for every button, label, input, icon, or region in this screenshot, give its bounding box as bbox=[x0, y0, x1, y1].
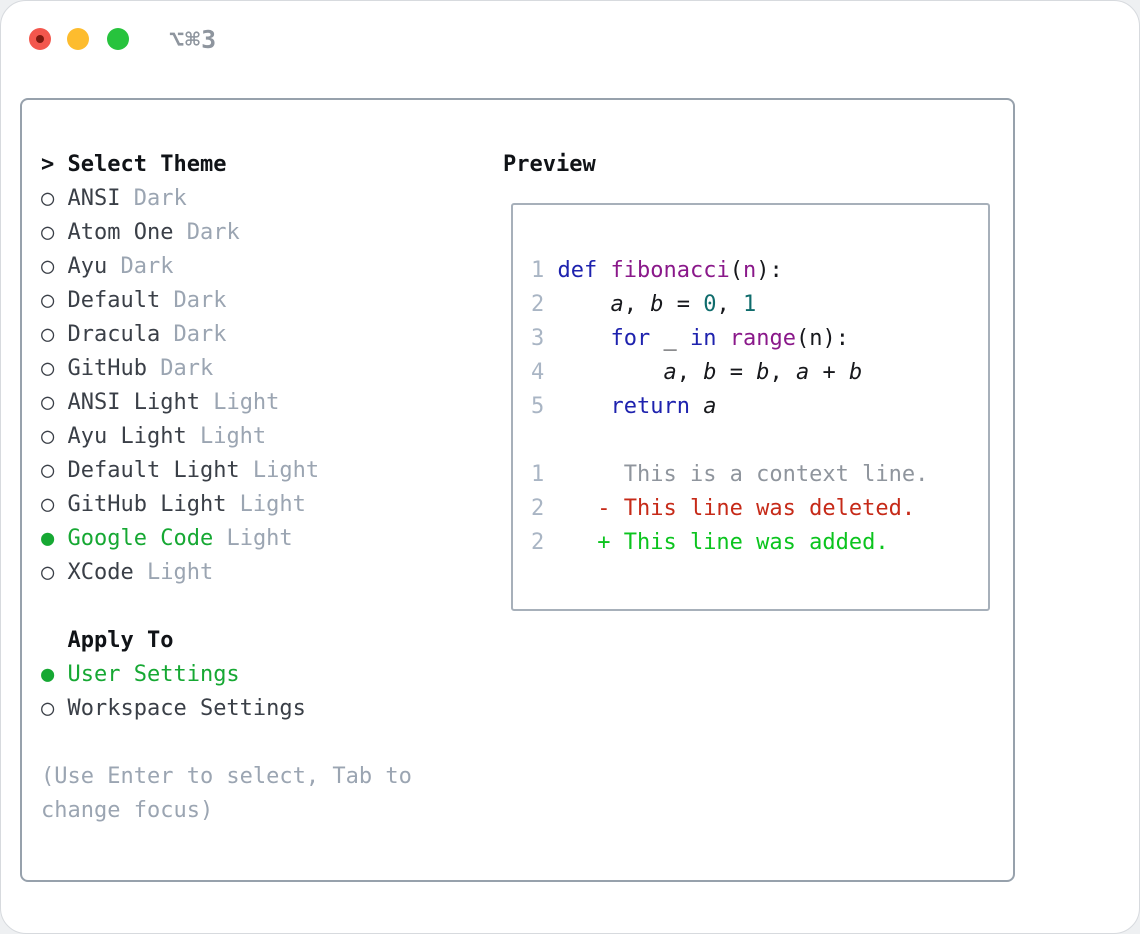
theme-variant-badge: Dark bbox=[173, 220, 240, 245]
spacer bbox=[41, 590, 501, 624]
radio-unselected-icon: ○ bbox=[41, 288, 55, 313]
radio-unselected-icon: ○ bbox=[41, 560, 55, 585]
theme-variant-badge: Dark bbox=[107, 254, 174, 279]
theme-item-label: Ayu bbox=[54, 254, 108, 279]
theme-item-ayu[interactable]: ○ Ayu Dark bbox=[41, 250, 501, 284]
theme-item-label: ANSI bbox=[54, 186, 121, 211]
radio-selected-icon: ● bbox=[41, 662, 55, 687]
code-preview-box: 1 def fibonacci(n): 2 a, b = 0, 1 3 for _ … bbox=[511, 203, 990, 611]
diff-line-ctx: 1 This is a context line. bbox=[531, 462, 929, 487]
theme-item-github-light[interactable]: ○ GitHub Light Light bbox=[41, 488, 501, 522]
apply-item-label: User Settings bbox=[54, 662, 240, 687]
theme-variant-badge: Dark bbox=[120, 186, 187, 211]
theme-variant-badge: Dark bbox=[146, 356, 214, 381]
theme-item-ansi[interactable]: ○ ANSI Dark bbox=[41, 182, 501, 216]
theme-item-dracula[interactable]: ○ Dracula Dark bbox=[41, 318, 501, 352]
main-panel: > Select Theme ○ ANSI Dark○ Atom One Dar… bbox=[20, 98, 1015, 882]
apply-to-list: ● User Settings○ Workspace Settings bbox=[41, 658, 501, 726]
line-number: 4 bbox=[531, 360, 545, 385]
theme-item-label: GitHub Light bbox=[54, 492, 227, 517]
code-line: 5 return a bbox=[531, 394, 717, 419]
close-dot-icon bbox=[36, 35, 44, 43]
theme-item-default[interactable]: ○ Default Dark bbox=[41, 284, 501, 318]
maximize-button[interactable] bbox=[107, 28, 129, 50]
theme-variant-badge: Light bbox=[213, 526, 293, 551]
theme-item-xcode[interactable]: ○ XCode Light bbox=[41, 556, 501, 590]
theme-item-label: GitHub bbox=[54, 356, 147, 381]
minimize-button[interactable] bbox=[67, 28, 89, 50]
diff-line-add: 2 + This line was added. bbox=[531, 530, 889, 555]
theme-item-ayu-light[interactable]: ○ Ayu Light Light bbox=[41, 420, 501, 454]
select-theme-header: > Select Theme bbox=[41, 148, 501, 182]
theme-variant-badge: Dark bbox=[160, 322, 227, 347]
radio-unselected-icon: ○ bbox=[41, 356, 55, 381]
radio-unselected-icon: ○ bbox=[41, 220, 55, 245]
theme-list: ○ ANSI Dark○ Atom One Dark○ Ayu Dark○ De… bbox=[41, 182, 501, 590]
radio-unselected-icon: ○ bbox=[41, 322, 55, 347]
code-line: 1 def fibonacci(n): bbox=[531, 258, 783, 283]
code-sample: 1 def fibonacci(n): 2 a, b = 0, 1 3 for _ … bbox=[531, 254, 988, 560]
line-number: 5 bbox=[531, 394, 545, 419]
radio-unselected-icon: ○ bbox=[41, 390, 55, 415]
code-line: 2 a, b = 0, 1 bbox=[531, 292, 757, 317]
theme-item-label: ANSI Light bbox=[54, 390, 200, 415]
code-line: 4 a, b = b, a + b bbox=[531, 360, 863, 385]
theme-item-label: XCode bbox=[54, 560, 134, 585]
radio-unselected-icon: ○ bbox=[41, 424, 55, 449]
theme-item-default-light[interactable]: ○ Default Light Light bbox=[41, 454, 501, 488]
radio-unselected-icon: ○ bbox=[41, 458, 55, 483]
radio-unselected-icon: ○ bbox=[41, 492, 55, 517]
preview-column: Preview 1 def fibonacci(n): 2 a, b = 0, 1… bbox=[503, 148, 1003, 611]
line-number: 2 bbox=[531, 496, 545, 521]
selection-caret-icon: > bbox=[41, 152, 68, 177]
apply-item-label: Workspace Settings bbox=[54, 696, 306, 721]
preview-header: Preview bbox=[503, 152, 596, 177]
code-line: 3 for _ in range(n): bbox=[531, 326, 849, 351]
radio-unselected-icon: ○ bbox=[41, 254, 55, 279]
close-button[interactable] bbox=[29, 28, 51, 50]
line-number: 2 bbox=[531, 530, 545, 555]
theme-variant-badge: Light bbox=[226, 492, 306, 517]
apply-item-workspace-settings[interactable]: ○ Workspace Settings bbox=[41, 692, 501, 726]
theme-item-label: Default Light bbox=[54, 458, 240, 483]
spacer bbox=[531, 424, 988, 458]
theme-variant-badge: Dark bbox=[160, 288, 227, 313]
theme-item-label: Google Code bbox=[54, 526, 214, 551]
theme-variant-badge: Light bbox=[199, 390, 280, 415]
theme-variant-badge: Light bbox=[239, 458, 320, 483]
apply-item-user-settings[interactable]: ● User Settings bbox=[41, 658, 501, 692]
theme-item-atom-one[interactable]: ○ Atom One Dark bbox=[41, 216, 501, 250]
theme-item-label: Ayu Light bbox=[54, 424, 187, 449]
line-number: 3 bbox=[531, 326, 545, 351]
radio-selected-icon: ● bbox=[41, 526, 55, 551]
diff-line-del: 2 - This line was deleted. bbox=[531, 496, 916, 521]
window-title: ⌥⌘3 bbox=[169, 25, 218, 54]
keyboard-hint-text: (Use Enter to select, Tab to change focu… bbox=[41, 764, 412, 823]
theme-item-ansi-light[interactable]: ○ ANSI Light Light bbox=[41, 386, 501, 420]
line-number: 1 bbox=[531, 258, 545, 283]
theme-variant-badge: Light bbox=[186, 424, 267, 449]
line-number: 1 bbox=[531, 462, 545, 487]
theme-item-github[interactable]: ○ GitHub Dark bbox=[41, 352, 501, 386]
theme-item-label: Default bbox=[54, 288, 161, 313]
theme-item-label: Dracula bbox=[54, 322, 161, 347]
line-number: 2 bbox=[531, 292, 545, 317]
titlebar: ⌥⌘3 bbox=[1, 1, 1139, 77]
theme-item-label: Atom One bbox=[54, 220, 174, 245]
theme-variant-badge: Light bbox=[133, 560, 214, 585]
theme-item-google-code[interactable]: ● Google Code Light bbox=[41, 522, 501, 556]
select-theme-header-label: Select Theme bbox=[67, 152, 227, 177]
spacer bbox=[41, 726, 501, 760]
radio-unselected-icon: ○ bbox=[41, 696, 55, 721]
radio-unselected-icon: ○ bbox=[41, 186, 55, 211]
theme-selector-column: > Select Theme ○ ANSI Dark○ Atom One Dar… bbox=[41, 148, 501, 828]
apply-to-header: Apply To bbox=[67, 628, 174, 653]
